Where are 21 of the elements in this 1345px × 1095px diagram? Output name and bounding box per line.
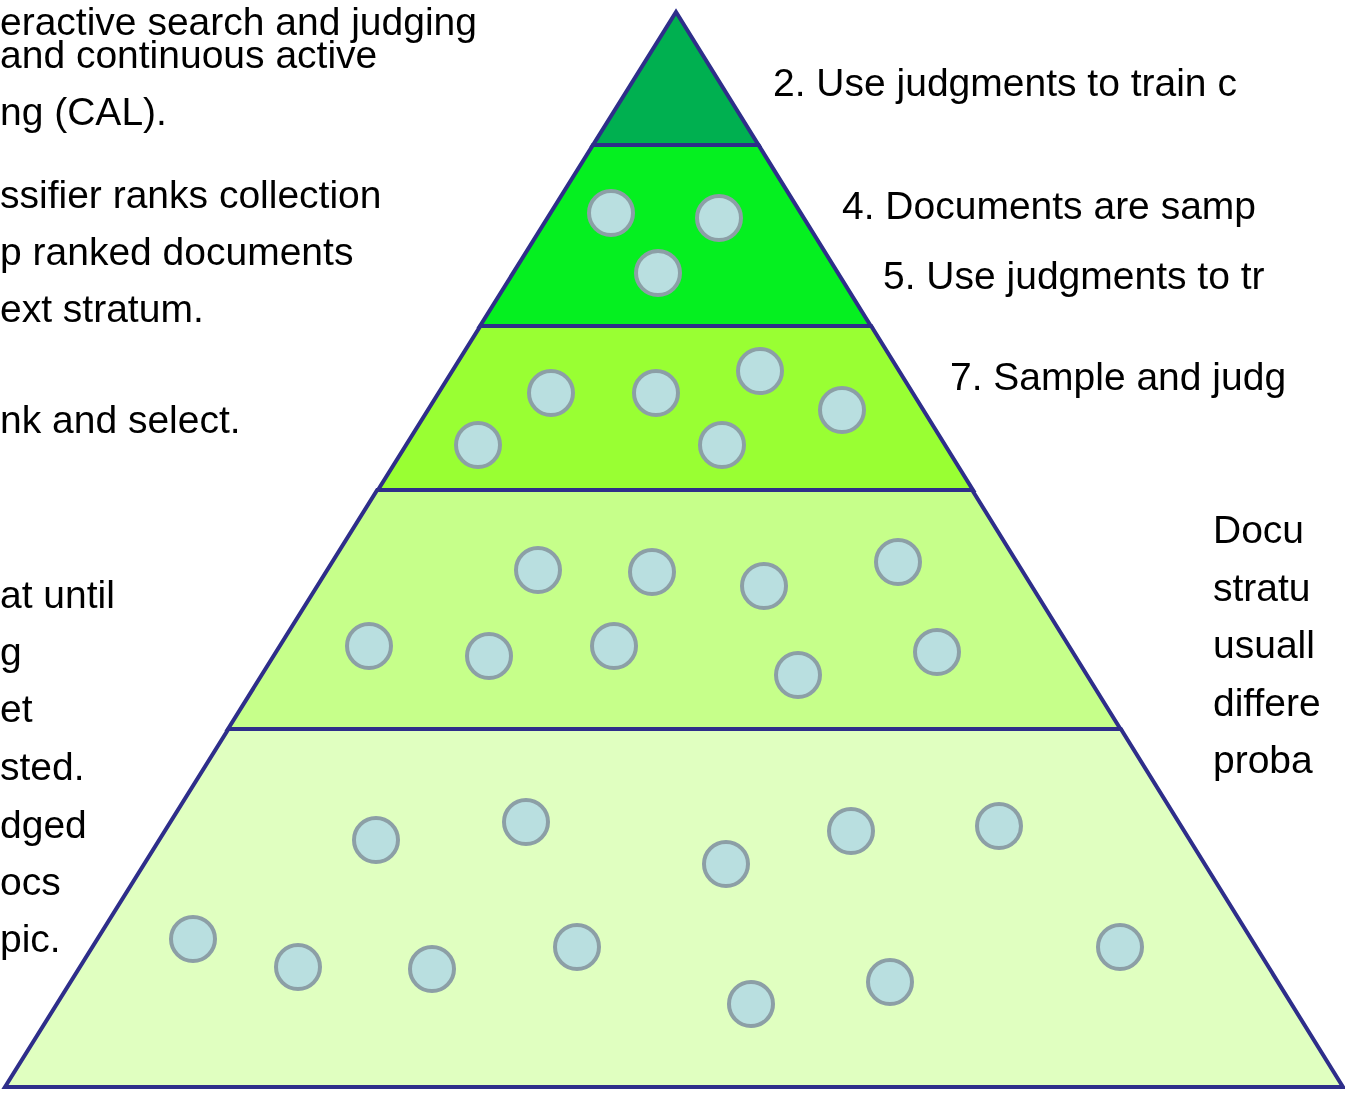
annotation-text: dged [0, 803, 87, 847]
annotation-text: usuall [1213, 623, 1315, 667]
annotation-text: 4. Documents are samp [842, 184, 1256, 228]
annotation-text: 5. Use judgments to tr [883, 254, 1265, 298]
annotation-text: differe [1213, 681, 1321, 725]
annotation-text: at until [0, 573, 115, 617]
annotation-text: Docu [1213, 508, 1305, 552]
annotation-text: ocs [0, 860, 61, 904]
annotation-text: sted. [0, 745, 85, 789]
annotation-text: ext stratum. [0, 287, 204, 331]
annotation-text: p ranked documents [0, 230, 354, 274]
annotation-text: ssifier ranks collection [0, 173, 382, 217]
annotation-text: 7. Sample and judg [950, 355, 1287, 399]
annotation-text: et [0, 687, 33, 731]
annotation-text: g [0, 630, 22, 674]
annotation-text: stratu [1213, 566, 1311, 610]
annotation-text: ng (CAL). [0, 90, 167, 134]
annotation-text: nk and select. [0, 398, 241, 442]
annotation-text: pic. [0, 917, 61, 961]
annotation-text: proba [1213, 738, 1313, 782]
annotation-text: 2. Use judgments to train c [773, 61, 1237, 105]
